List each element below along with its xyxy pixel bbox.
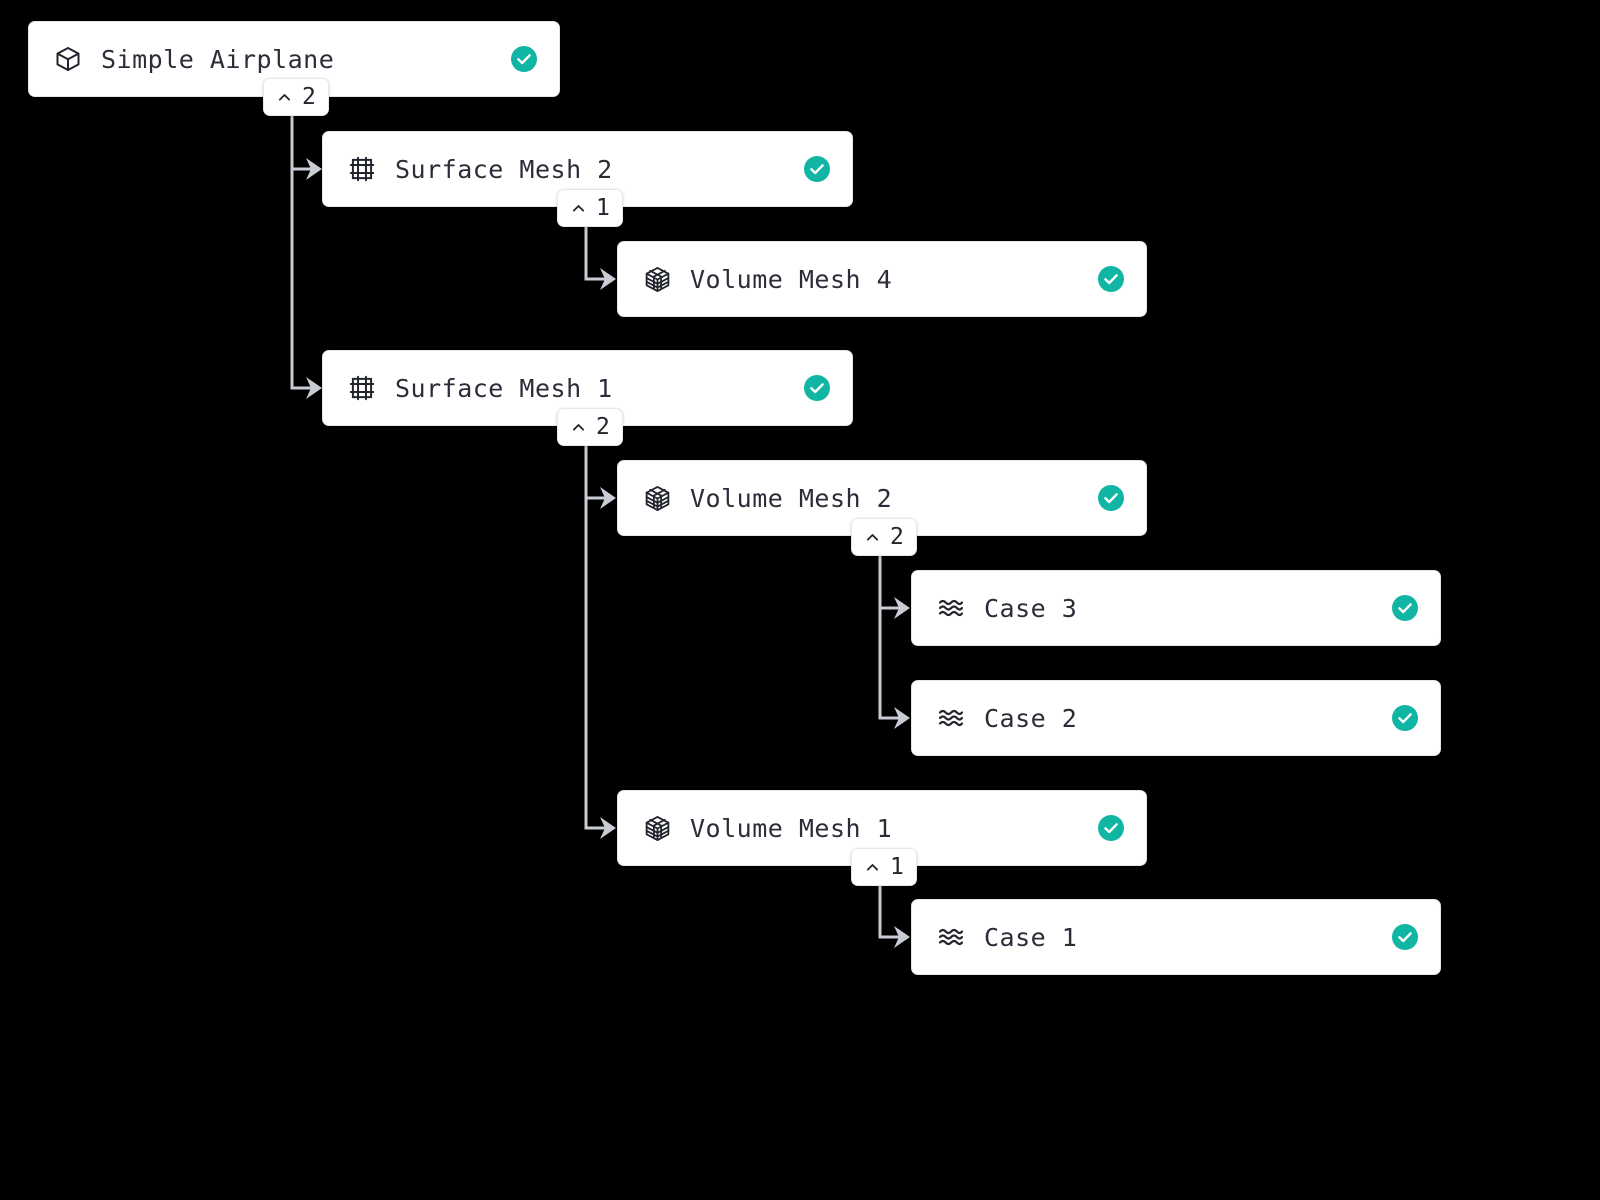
check-circle-icon <box>1098 485 1124 511</box>
edge-arrowhead <box>306 377 322 399</box>
volume-cube-icon <box>642 264 672 294</box>
chevron-up-icon <box>864 529 881 546</box>
check-circle-icon <box>511 46 537 72</box>
waves-icon <box>936 703 966 733</box>
collapse-chip-surface-mesh-2[interactable]: 1 <box>557 189 623 227</box>
node-case-2[interactable]: Case 2 <box>911 680 1441 756</box>
child-count: 1 <box>890 853 904 880</box>
node-case-3[interactable]: Case 3 <box>911 570 1441 646</box>
grid-mesh-icon <box>347 373 377 403</box>
node-label: Case 3 <box>984 593 1078 623</box>
edge-arrowhead <box>600 268 616 290</box>
edge-arrowhead <box>600 487 616 509</box>
child-count: 2 <box>302 83 316 110</box>
collapse-chip-volume-mesh-1[interactable]: 1 <box>851 848 917 886</box>
check-circle-icon <box>1098 266 1124 292</box>
edge-connector <box>290 97 322 399</box>
check-circle-icon <box>1098 815 1124 841</box>
node-label: Volume Mesh 1 <box>690 813 893 843</box>
edge-arrowhead <box>894 926 910 948</box>
node-label: Volume Mesh 4 <box>690 264 893 294</box>
edge-arrowhead <box>600 817 616 839</box>
waves-icon <box>936 593 966 623</box>
edge-arrowhead <box>894 597 910 619</box>
node-case-1[interactable]: Case 1 <box>911 899 1441 975</box>
node-volume-mesh-4[interactable]: Volume Mesh 4 <box>617 241 1147 317</box>
check-circle-icon <box>1392 705 1418 731</box>
node-simple-airplane[interactable]: Simple Airplane <box>28 21 560 97</box>
collapse-chip-volume-mesh-2[interactable]: 2 <box>851 518 917 556</box>
chevron-up-icon <box>864 859 881 876</box>
chevron-up-icon <box>276 89 293 106</box>
node-label: Surface Mesh 1 <box>395 373 613 403</box>
collapse-chip-surface-mesh-1[interactable]: 2 <box>557 408 623 446</box>
check-circle-icon <box>804 156 830 182</box>
edge-connector <box>584 426 616 839</box>
node-label: Case 1 <box>984 922 1078 952</box>
chevron-up-icon <box>570 419 587 436</box>
collapse-chip-simple-airplane[interactable]: 2 <box>263 78 329 116</box>
node-label: Volume Mesh 2 <box>690 483 893 513</box>
volume-cube-icon <box>642 813 672 843</box>
child-count: 2 <box>890 523 904 550</box>
check-circle-icon <box>1392 595 1418 621</box>
edge-connector <box>878 536 910 729</box>
child-count: 2 <box>596 413 610 440</box>
waves-icon <box>936 922 966 952</box>
volume-cube-icon <box>642 483 672 513</box>
node-label: Simple Airplane <box>101 44 335 74</box>
check-circle-icon <box>1392 924 1418 950</box>
edge-arrowhead <box>306 158 322 180</box>
chevron-up-icon <box>570 200 587 217</box>
grid-mesh-icon <box>347 154 377 184</box>
edge-arrowhead <box>894 707 910 729</box>
check-circle-icon <box>804 375 830 401</box>
cube-icon <box>53 44 83 74</box>
node-label: Surface Mesh 2 <box>395 154 613 184</box>
node-label: Case 2 <box>984 703 1078 733</box>
child-count: 1 <box>596 194 610 221</box>
node-volume-mesh-2[interactable]: Volume Mesh 2 <box>617 460 1147 536</box>
